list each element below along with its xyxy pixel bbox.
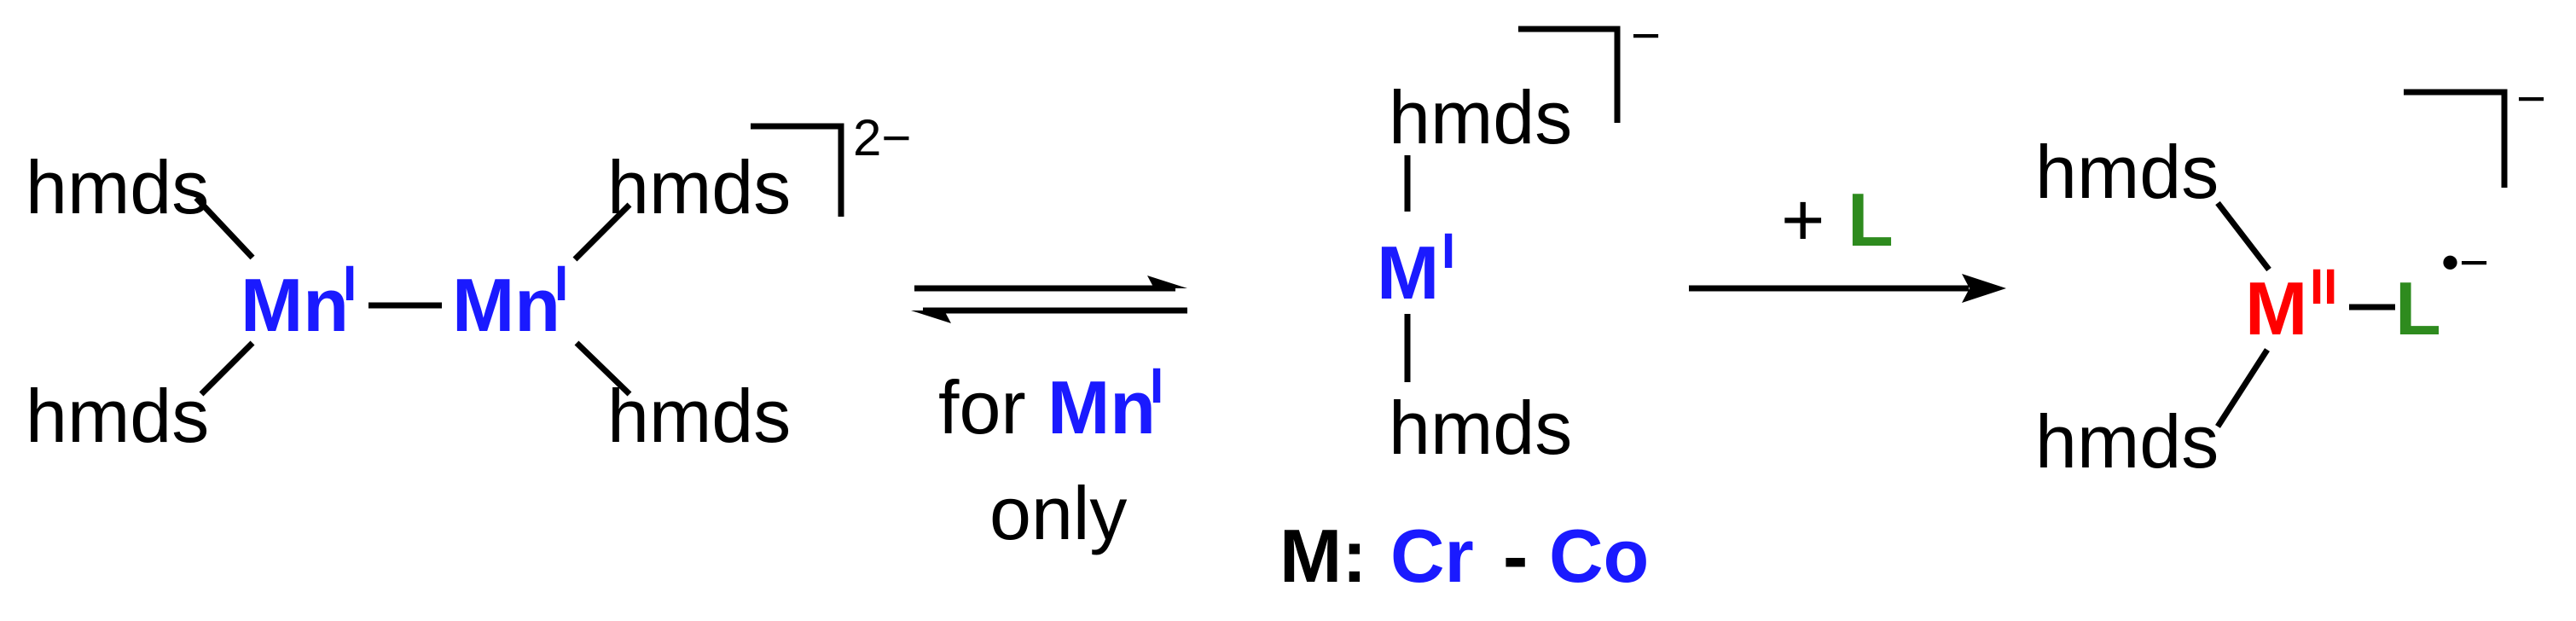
condition-prefix: for (938, 365, 1026, 450)
hmds-label: hmds (2035, 399, 2219, 484)
reagent-label: L (1848, 177, 1894, 262)
charge-bracket (751, 123, 844, 217)
product-complex: hmds M II L •− hmds − (2035, 70, 2546, 484)
bond-line (574, 340, 632, 397)
equilibrium-arrow (911, 276, 1187, 323)
hmds-label: hmds (1389, 386, 1572, 470)
hmds-label: hmds (607, 374, 791, 458)
charge-label: − (2516, 70, 2546, 127)
mn-dimer-complex: hmds hmds Mn I Mn I hmds hmds 2− (26, 109, 911, 458)
charge-label: − (1631, 7, 1661, 64)
forward-arrow-head (1147, 276, 1187, 288)
condition-metal: Mn (1047, 365, 1156, 450)
charge-bracket (1518, 26, 1621, 123)
equilibrium-condition: for Mn I only (938, 358, 1163, 555)
hmds-label: hmds (26, 145, 209, 229)
metal-symbol: M (1377, 230, 1439, 315)
reaction-arrow: + L (1689, 177, 2006, 303)
bond-line (2215, 200, 2271, 272)
hmds-label: hmds (26, 374, 209, 458)
metal-symbol: Mn (452, 263, 560, 347)
charge-label: 2− (853, 109, 911, 166)
arrow-head (1962, 274, 2006, 303)
reverse-arrow-head (911, 310, 951, 323)
hmds-label: hmds (2035, 130, 2219, 214)
metal-symbol: Mn (241, 263, 349, 347)
metal-range-start: Cr (1390, 514, 1474, 598)
hmds-label: hmds (1389, 75, 1572, 160)
monomer-complex: hmds M I hmds − M: Cr - Co (1279, 7, 1661, 598)
oxidation-state: I (554, 256, 568, 311)
metal-range-separator: - (1503, 514, 1528, 598)
radical-anion-mark: •− (2441, 234, 2489, 291)
oxidation-state: I (1442, 223, 1455, 279)
oxidation-state: II (2310, 259, 2337, 315)
bond-line (199, 340, 255, 397)
bond-line (194, 195, 255, 260)
oxidation-state: I (343, 256, 357, 311)
bond-line (572, 202, 632, 262)
metal-symbol: M (2245, 266, 2307, 351)
bond-line (2215, 348, 2270, 428)
charge-bracket (2404, 89, 2508, 188)
condition-suffix: only (989, 471, 1127, 555)
reagent-plus: + (1781, 177, 1825, 262)
ligand-symbol: L (2395, 266, 2441, 351)
condition-oxidation: I (1150, 358, 1163, 414)
metal-range-label: M: (1279, 514, 1367, 598)
metal-range-end: Co (1549, 514, 1649, 598)
hmds-label: hmds (607, 145, 791, 229)
